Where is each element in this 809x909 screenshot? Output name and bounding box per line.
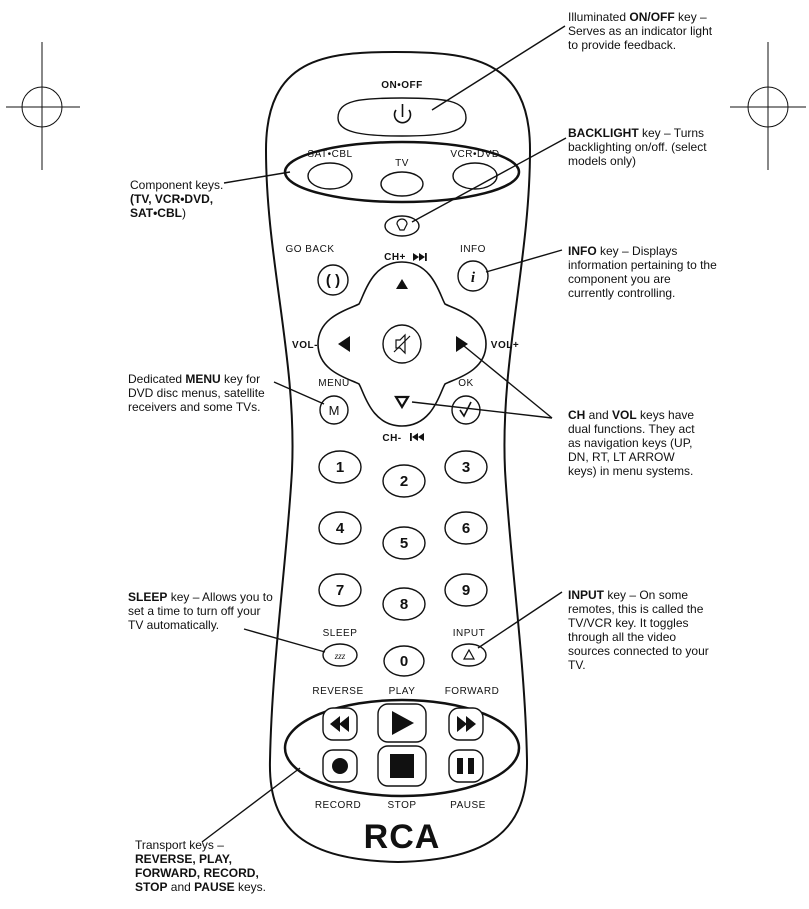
annotation-on-off: Illuminated ON/OFF key – Serves as an in… [568, 10, 713, 52]
registration-mark-left [6, 42, 80, 170]
info-label: INFO [460, 244, 486, 255]
backlight-button[interactable] [384, 215, 420, 237]
lightbulb-icon [396, 218, 408, 231]
registration-mark-right [730, 42, 806, 170]
digit-button-4[interactable] [318, 511, 362, 545]
digit-label: 9 [462, 582, 470, 599]
leader-transport [201, 767, 301, 843]
ok-label: OK [458, 378, 473, 389]
forward-label: FORWARD [445, 686, 500, 697]
annotation-transport: Transport keys – REVERSE, PLAY, FORWARD,… [135, 838, 266, 894]
sleep-glyph: zzz [334, 651, 346, 661]
annotation-info: INFO key – Displays information pertaini… [568, 244, 717, 300]
tv-label: TV [395, 158, 409, 169]
leader-onoff [431, 25, 566, 111]
digit-button-5[interactable] [382, 526, 426, 560]
leader-vol [463, 345, 553, 419]
power-icon [393, 104, 412, 124]
leader-info [485, 249, 563, 273]
info-icon: i [471, 270, 476, 286]
record-icon [332, 758, 348, 774]
annotation-menu: Dedicated MENU key for DVD disc menus, s… [128, 372, 265, 414]
digit-button-6[interactable] [444, 511, 488, 545]
volume-up-button[interactable] [456, 336, 468, 352]
transport-keys-highlight [283, 698, 521, 798]
pause-label: PAUSE [450, 800, 486, 811]
leader-ch [411, 401, 553, 419]
go-back-label: GO BACK [285, 244, 334, 255]
pause-icon [457, 758, 474, 774]
leader-lines [201, 25, 567, 843]
stop-label: STOP [387, 800, 416, 811]
fast-forward-icon [457, 716, 476, 732]
digit-label: 5 [400, 535, 408, 552]
digit-label: 2 [400, 473, 408, 490]
annotation-component-keys: Component keys. (TV, VCR•DVD, SAT•CBL) [130, 178, 224, 220]
input-button[interactable] [451, 643, 487, 667]
digit-label: 8 [400, 596, 408, 613]
skip-next-icon [413, 253, 427, 261]
digit-button-0[interactable] [383, 645, 425, 677]
sleep-button[interactable] [322, 643, 358, 667]
mute-icon [393, 333, 411, 355]
tv-button[interactable] [380, 171, 424, 197]
vcr-dvd-button[interactable] [452, 162, 498, 190]
on-off-label: ON•OFF [381, 80, 423, 91]
digit-label: 0 [400, 653, 408, 670]
digit-button-7[interactable] [318, 573, 362, 607]
channel-down-button[interactable] [394, 395, 410, 410]
reverse-label: REVERSE [312, 686, 363, 697]
menu-button[interactable] [319, 395, 349, 425]
menu-label: MENU [318, 378, 349, 389]
sat-cbl-label: SAT•CBL [307, 149, 352, 160]
leader-component [223, 171, 291, 184]
record-label: RECORD [315, 800, 361, 811]
digit-button-3[interactable] [444, 450, 488, 484]
annotation-backlight: BACKLIGHT key – Turns backlighting on/of… [568, 126, 707, 168]
channel-up-button[interactable] [396, 279, 408, 289]
digit-label: 4 [336, 520, 345, 537]
vol-down-label: VOL- [292, 340, 318, 351]
digit-button-9[interactable] [444, 573, 488, 607]
checkmark-icon [459, 401, 472, 418]
go-back-button[interactable] [317, 264, 349, 296]
go-back-icon: ( ) [326, 272, 340, 289]
annotation-input: INPUT key – On some remotes, this is cal… [568, 588, 709, 672]
rca-logo: RCA [364, 818, 441, 856]
menu-glyph: M [329, 403, 340, 418]
digit-label: 7 [336, 582, 344, 599]
leader-sleep [243, 628, 326, 653]
leader-input [477, 591, 563, 649]
volume-down-button[interactable] [338, 336, 350, 352]
input-label: INPUT [453, 628, 486, 639]
component-keys-highlight [283, 140, 521, 204]
sleep-label: SLEEP [323, 628, 358, 639]
pause-button[interactable] [448, 749, 484, 783]
leader-backlight [411, 137, 567, 223]
rewind-icon [330, 716, 349, 732]
leader-menu [273, 381, 325, 405]
sat-cbl-button[interactable] [307, 162, 353, 190]
play-label: PLAY [389, 686, 416, 697]
ch-up-label: CH+ [384, 252, 406, 263]
annotation-ch-vol: CH and VOL keys have dual functions. The… [568, 408, 695, 478]
stop-icon [390, 754, 414, 778]
skip-previous-icon [410, 433, 424, 441]
play-icon [392, 711, 414, 735]
ok-button[interactable] [451, 395, 481, 425]
input-triangle-icon [462, 648, 476, 660]
annotation-sleep: SLEEP key – Allows you to set a time to … [128, 590, 273, 632]
vol-up-label: VOL+ [491, 340, 519, 351]
digit-button-1[interactable] [318, 450, 362, 484]
info-button[interactable] [457, 260, 489, 292]
digit-label: 6 [462, 520, 470, 537]
digit-label: 3 [462, 459, 470, 476]
digit-keys: 1 2 3 4 5 6 7 8 9 0 [318, 450, 488, 677]
vcr-dvd-label: VCR•DVD [450, 149, 499, 160]
digit-label: 1 [336, 459, 344, 476]
digit-button-8[interactable] [382, 587, 426, 621]
ch-down-label: CH- [382, 433, 401, 444]
digit-button-2[interactable] [382, 464, 426, 498]
